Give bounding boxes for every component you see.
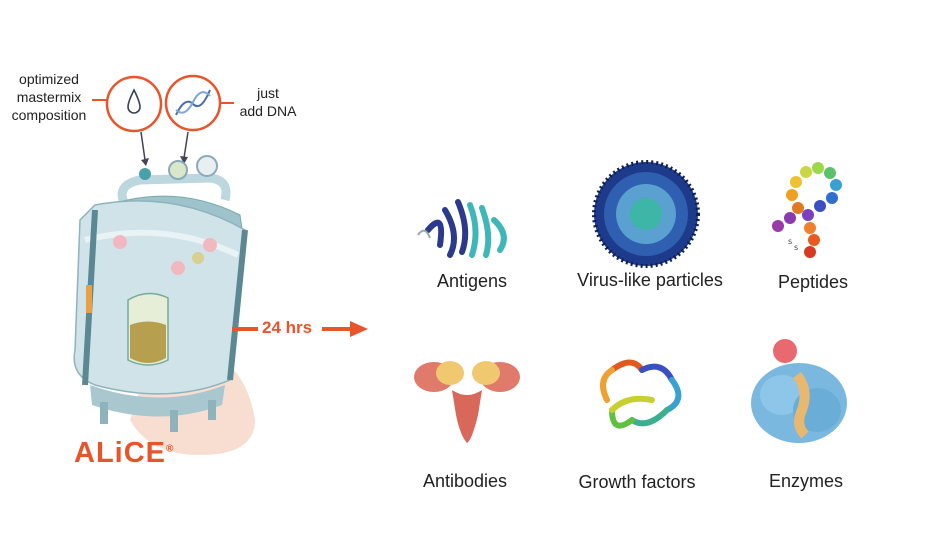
mastermix-line-1: optimized [19, 71, 79, 87]
product-label-antigens: Antigens [436, 271, 508, 291]
alice-logo: ALiCE® [74, 437, 174, 470]
peptide-chain-icon: s s [772, 162, 842, 258]
enzyme-structure-icon [751, 339, 847, 443]
svg-text:s: s [794, 243, 798, 252]
mastermix-line-3: composition [11, 107, 87, 123]
dna-callout: just add DNA [232, 84, 304, 120]
svg-text:s: s [788, 237, 792, 246]
alice-logo-text: ALiCE [74, 437, 166, 469]
dna-line-2: add DNA [239, 103, 297, 119]
growth-factor-icon [600, 359, 682, 429]
product-label-enzymes: Enzymes [768, 471, 844, 491]
product-label-growth-factors: Growth factors [578, 472, 696, 492]
product-label-antibodies: Antibodies [422, 471, 508, 491]
mastermix-line-2: mastermix [16, 89, 82, 105]
alice-bioreactor-illustration [73, 74, 368, 455]
duration-label: 24 hrs [262, 318, 313, 337]
antibody-structure-icon [414, 361, 520, 443]
mastermix-callout: optimized mastermix composition [6, 70, 92, 124]
antigen-structure-icon [417, 199, 507, 258]
droplet-icon [105, 75, 163, 133]
registered-mark: ® [166, 443, 175, 455]
product-label-virus-like-particles: Virus-like particles [577, 270, 723, 290]
product-label-peptides: Peptides [777, 272, 849, 292]
dna-line-1: just [257, 85, 279, 101]
virus-particle-icon [592, 160, 700, 268]
